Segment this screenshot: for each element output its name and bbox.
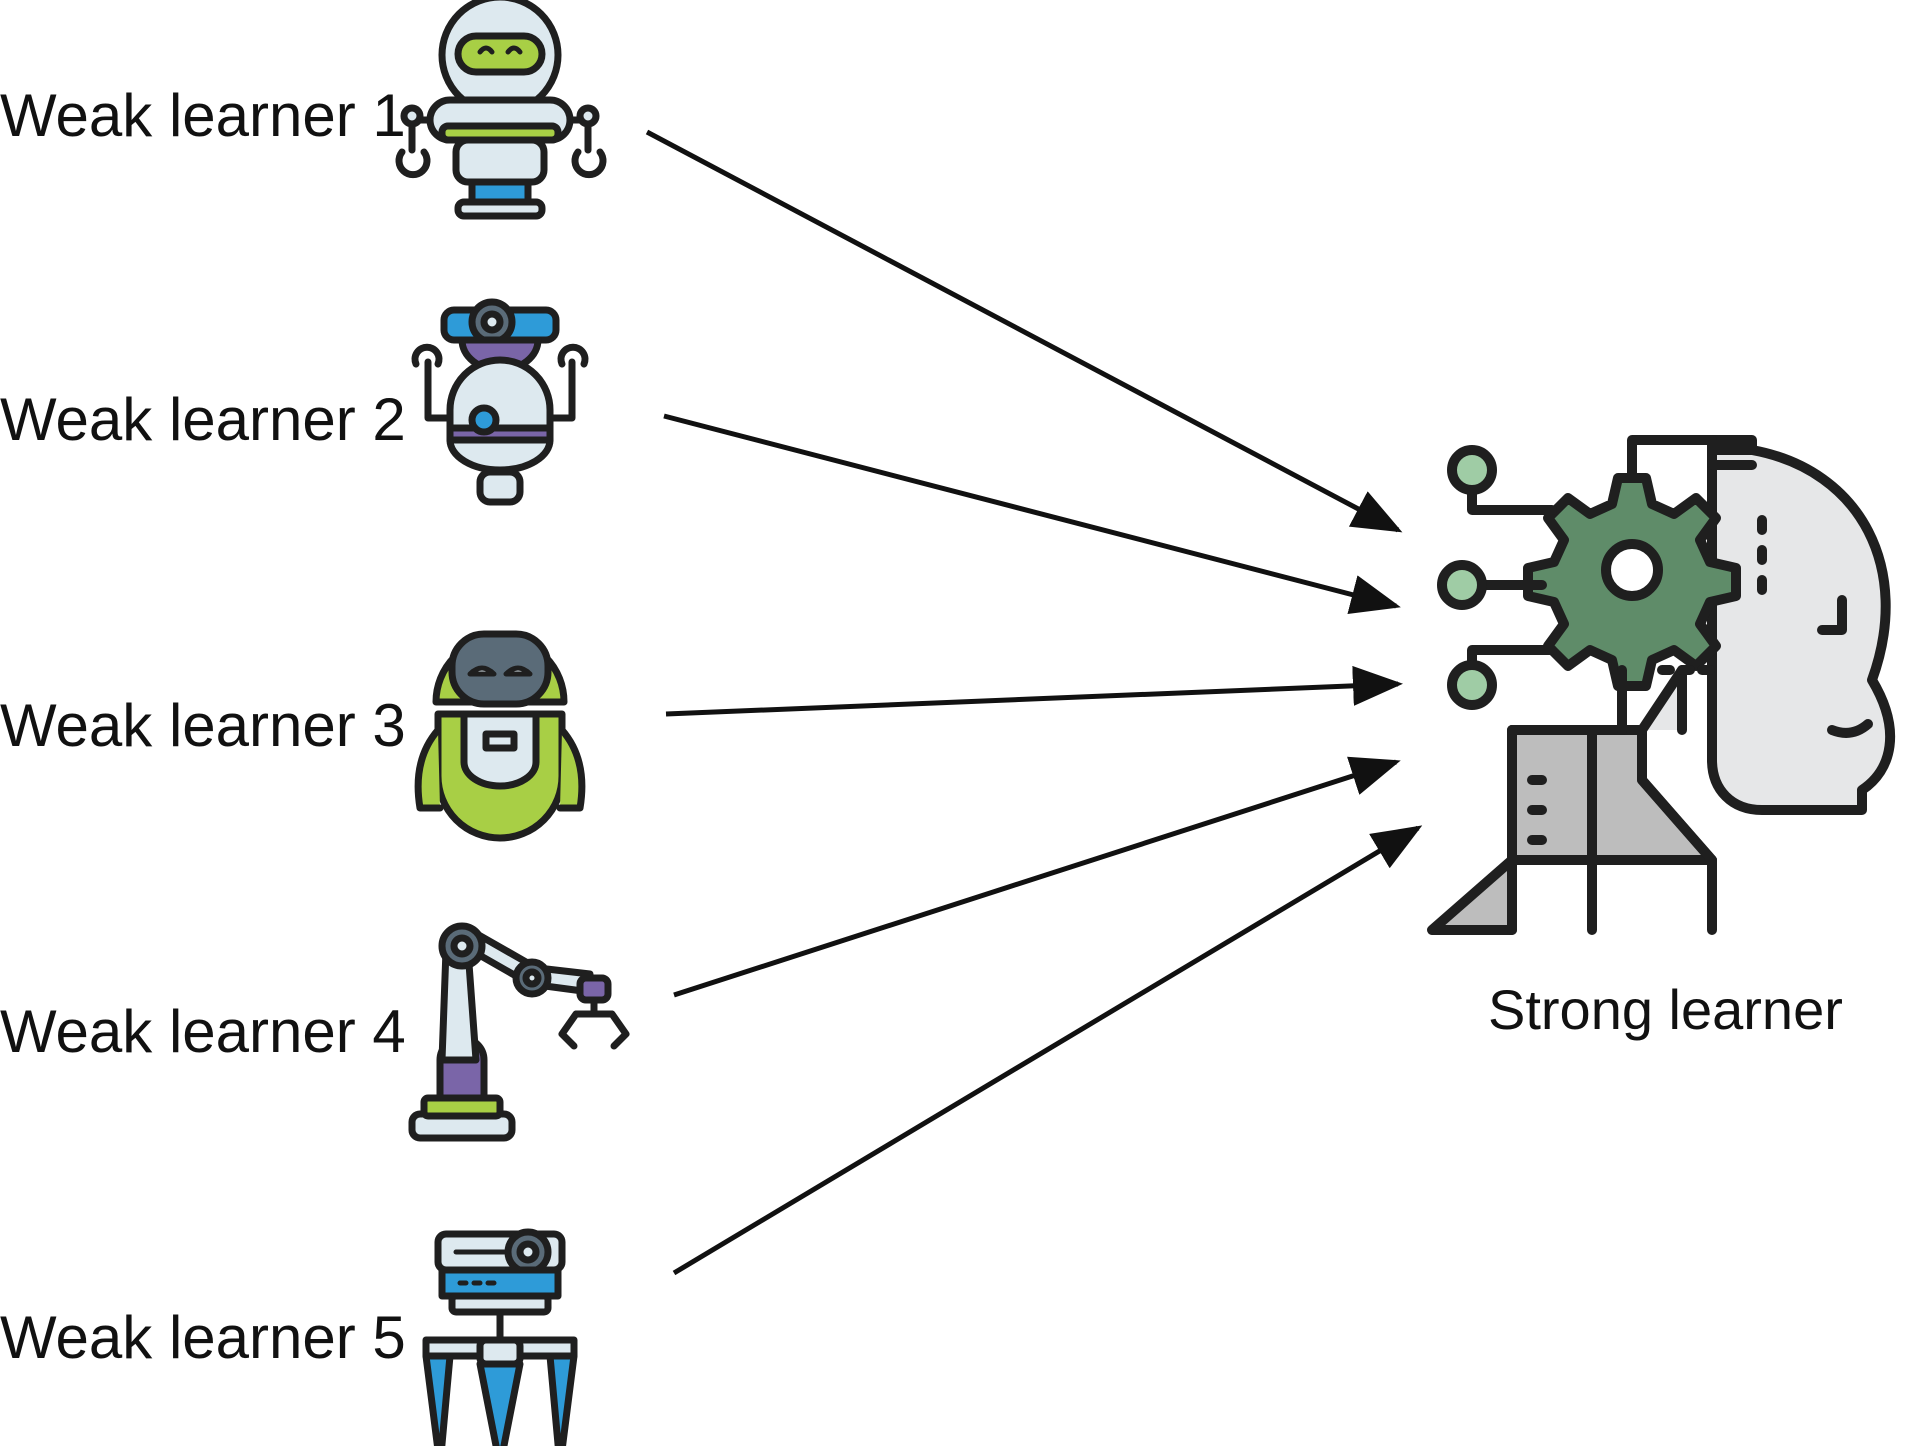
weak-learner-2-label: Weak learner 2: [0, 386, 406, 453]
arrow-5: [672, 825, 1423, 1276]
robotic-arm-icon: [408, 922, 630, 1142]
arrow-2: [663, 413, 1401, 615]
arrow-4: [673, 756, 1401, 998]
ai-head-gear-icon: [1427, 435, 1896, 935]
claw-robot-icon: [422, 1228, 578, 1446]
hover-robot-icon: [411, 298, 589, 506]
weak-learner-5-label: Weak learner 5: [0, 1304, 406, 1371]
arrow-1: [645, 129, 1403, 533]
arrow-3: [665, 665, 1403, 717]
weak-learner-4-label: Weak learner 4: [0, 998, 406, 1065]
round-robot-icon: [414, 630, 586, 842]
gear-icon: [1523, 473, 1741, 691]
weak-learner-1-label: Weak learner 1: [0, 82, 406, 149]
humanoid-robot-icon: [395, 0, 607, 220]
weak-learner-3-label: Weak learner 3: [0, 692, 406, 759]
arrows: [645, 129, 1423, 1276]
strong-learner-label: Strong learner: [1488, 978, 1843, 1041]
